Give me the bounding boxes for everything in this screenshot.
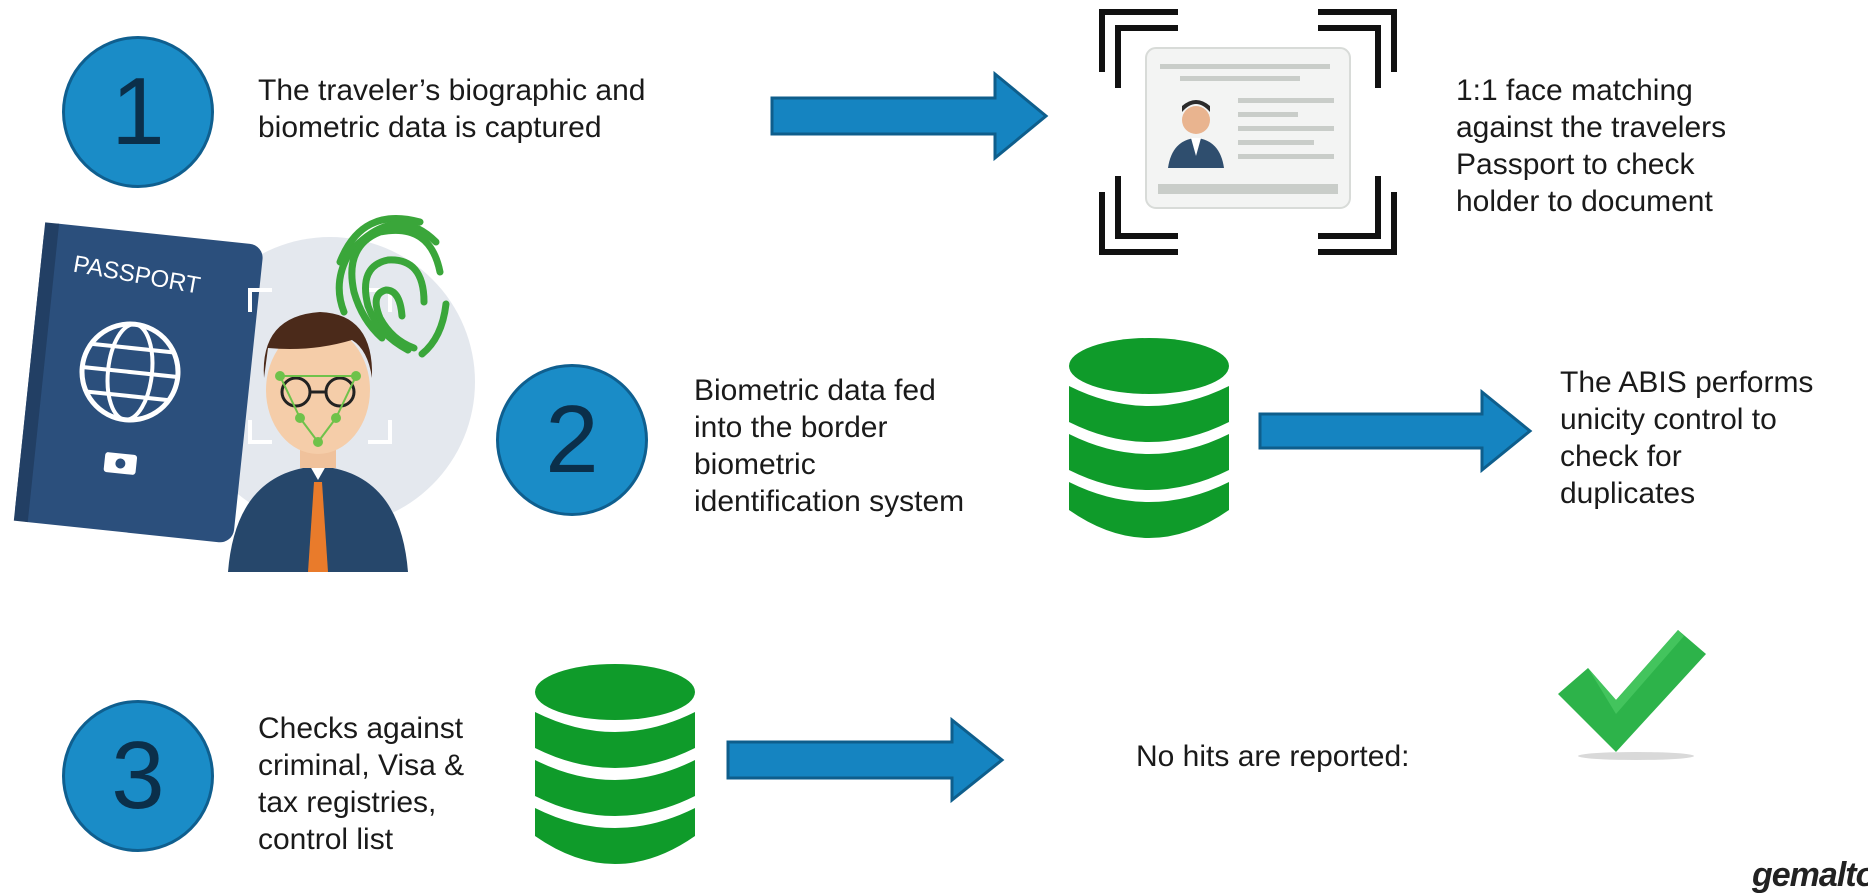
- step-3-text: Checks against criminal, Visa & tax regi…: [258, 712, 465, 856]
- traveler-illustration: PASSPORT: [13, 215, 475, 572]
- arrow-right-icon: [1258, 388, 1533, 474]
- face-recognition-icon: [228, 288, 408, 572]
- step-2-number: 2: [496, 364, 648, 516]
- gemalto-logo: gemalto: [1752, 856, 1868, 894]
- checkmark-icon: [1558, 630, 1706, 760]
- step-3-number: 3: [62, 700, 214, 852]
- database-icon: [1069, 338, 1229, 538]
- face-matching-text: 1:1 face matching against the travelers …: [1456, 74, 1727, 218]
- id-card-scan-icon: [1099, 9, 1397, 255]
- step-1-number: 1: [62, 36, 214, 188]
- arrow-right-icon: [726, 716, 1005, 804]
- step-1-text: The traveler’s biographic and biometric …: [258, 74, 646, 144]
- no-hits-text: No hits are reported:: [1136, 740, 1410, 773]
- abis-text: The ABIS performs unicity control to che…: [1560, 366, 1814, 510]
- passport-icon: PASSPORT: [13, 222, 263, 543]
- arrow-right-icon: [770, 70, 1049, 162]
- database-icon: [535, 664, 695, 864]
- step-2-text: Biometric data fed into the border biome…: [694, 374, 965, 518]
- fingerprint-icon: [335, 215, 450, 358]
